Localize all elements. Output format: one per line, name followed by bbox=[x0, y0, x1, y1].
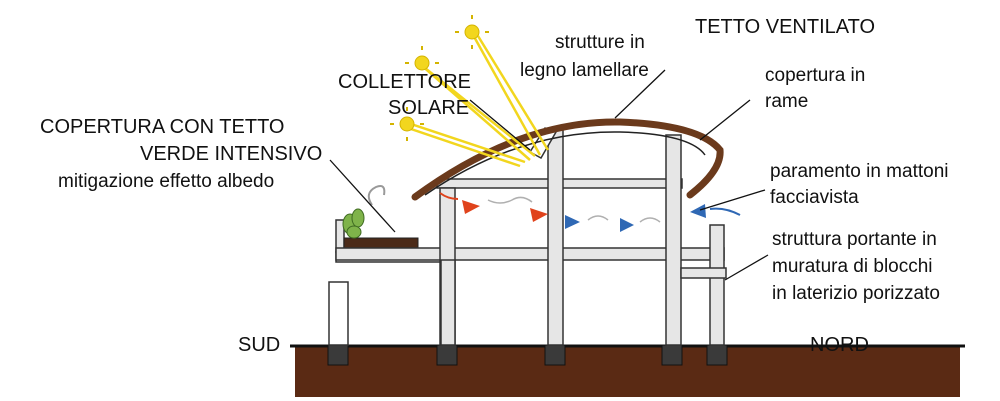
green-roof-soil-layer bbox=[343, 237, 419, 249]
label-struttura-2: muratura di blocchi bbox=[772, 256, 933, 277]
label-paramento-1: paramento in mattoni bbox=[770, 161, 949, 182]
label-paramento-2: facciavista bbox=[770, 187, 859, 208]
ground-soil bbox=[295, 347, 960, 397]
label-collettore-1: COLLETTORE bbox=[338, 71, 471, 93]
sun-beams-small bbox=[390, 15, 489, 141]
label-struttura-1: struttura portante in bbox=[772, 229, 937, 250]
label-strutture-1: strutture in bbox=[555, 32, 645, 53]
label-tetto-ventilato: TETTO VENTILATO bbox=[695, 16, 875, 38]
label-tetto-verde-2: VERDE INTENSIVO bbox=[140, 143, 322, 165]
north-wall bbox=[709, 224, 725, 346]
label-sud: SUD bbox=[238, 334, 280, 356]
sun-icon bbox=[399, 24, 480, 132]
sun-rays bbox=[404, 32, 550, 168]
airflow-cool-arrows bbox=[565, 204, 741, 232]
airflow-warm-arrows bbox=[439, 192, 548, 222]
airflow-light-swirls bbox=[487, 196, 661, 223]
vegetation bbox=[342, 208, 365, 239]
south-wall bbox=[328, 281, 349, 346]
label-copertura-rame-2: rame bbox=[765, 91, 808, 112]
roof-inner-line bbox=[424, 131, 706, 196]
label-tetto-verde-3: mitigazione effetto albedo bbox=[58, 171, 274, 192]
label-collettore-2: SOLARE bbox=[388, 97, 469, 119]
label-nord: NORD bbox=[810, 334, 869, 356]
label-struttura-3: in laterizio porizzato bbox=[772, 283, 940, 304]
albedo-swirl bbox=[367, 185, 386, 206]
label-strutture-2: legno lamellare bbox=[520, 60, 649, 81]
pillars bbox=[439, 129, 682, 346]
north-low-slab bbox=[680, 267, 727, 279]
label-tetto-verde-1: COPERTURA CON TETTO bbox=[40, 116, 284, 138]
leader-lines bbox=[329, 69, 769, 281]
label-copertura-rame-1: copertura in bbox=[765, 65, 865, 86]
